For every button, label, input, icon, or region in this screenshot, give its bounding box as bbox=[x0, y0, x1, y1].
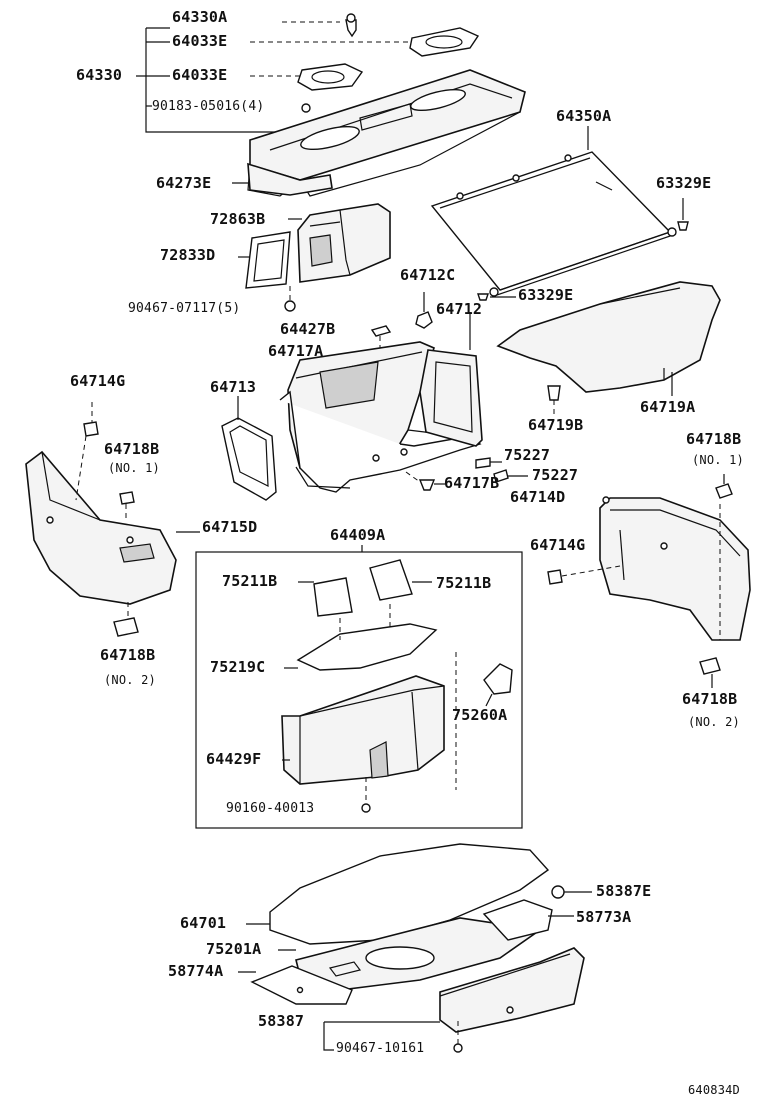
label-64718B-a: 64718B bbox=[104, 440, 160, 458]
label-64718B-b: 64718B bbox=[686, 430, 742, 448]
label-58774A: 58774A bbox=[168, 962, 224, 980]
clip-64719B bbox=[547, 385, 561, 418]
mat-75219C bbox=[284, 604, 438, 671]
label-75219C: 75219C bbox=[210, 658, 266, 676]
label-75260A: 75260A bbox=[452, 706, 508, 724]
label-64715D: 64715D bbox=[202, 518, 258, 536]
trunk-mat-64701 bbox=[246, 843, 550, 945]
label-64718B-a-no: (NO. 1) bbox=[108, 461, 160, 475]
clip-64718B-no1-left bbox=[119, 491, 135, 522]
label-58773A: 58773A bbox=[576, 908, 632, 926]
label-64409A: 64409A bbox=[330, 526, 386, 544]
label-75201A: 75201A bbox=[206, 940, 262, 958]
label-64718B-c-no: (NO. 2) bbox=[104, 673, 156, 687]
label-64330: 64330 bbox=[76, 66, 123, 84]
label-90467-10161: 90467-10161 bbox=[336, 1041, 425, 1056]
label-64717A: 64717A bbox=[268, 342, 324, 360]
label-64714D: 64714D bbox=[510, 488, 566, 506]
trim-panel-64717A bbox=[279, 341, 482, 493]
cover-72833D bbox=[238, 231, 291, 289]
label-64714G-b: 64714G bbox=[530, 536, 586, 554]
clip-64714G-right bbox=[547, 565, 621, 585]
label-75227-a: 75227 bbox=[504, 446, 551, 464]
clip-64718B-no2-right bbox=[699, 657, 721, 688]
clip-63329E-b bbox=[477, 293, 516, 301]
label-90467-07117: 90467-07117(5) bbox=[128, 301, 241, 316]
drawing-id: 640834D bbox=[688, 1083, 740, 1097]
label-72833D: 72833D bbox=[160, 246, 216, 264]
clip-58387E bbox=[551, 885, 592, 899]
label-64713: 64713 bbox=[210, 378, 257, 396]
label-58387: 58387 bbox=[258, 1012, 305, 1030]
label-64273E: 64273E bbox=[156, 174, 212, 192]
label-64330A: 64330A bbox=[172, 8, 228, 26]
mat-75211B-right bbox=[369, 559, 432, 601]
side-trim-64714D bbox=[599, 496, 751, 641]
panel-64712 bbox=[419, 312, 483, 447]
label-64429F: 64429F bbox=[206, 750, 262, 768]
leader-64350A bbox=[595, 181, 613, 191]
speaker-cover-64033E-top bbox=[409, 27, 480, 57]
mat-75211B-left bbox=[298, 577, 353, 617]
label-64718B-d-no: (NO. 2) bbox=[688, 715, 740, 729]
screw-90183 bbox=[301, 103, 311, 113]
clip-64718B-no1-right bbox=[715, 474, 733, 499]
clip-75227 bbox=[475, 457, 528, 483]
label-63329E-b: 63329E bbox=[518, 286, 574, 304]
clip-64717B bbox=[405, 471, 446, 491]
label-64718B-b-no: (NO. 1) bbox=[692, 453, 744, 467]
scuff-plate-58387 bbox=[323, 947, 585, 1051]
label-64712C: 64712C bbox=[400, 266, 456, 284]
kit-box-64409A bbox=[195, 545, 523, 829]
label-75211B-a: 75211B bbox=[222, 572, 278, 590]
trim-64273E bbox=[232, 162, 333, 196]
panel-64713 bbox=[221, 396, 277, 501]
box-64429F bbox=[281, 675, 445, 785]
label-64350A: 64350A bbox=[556, 107, 612, 125]
label-72863B: 72863B bbox=[210, 210, 266, 228]
label-64718B-d: 64718B bbox=[682, 690, 738, 708]
label-63329E-a: 63329E bbox=[656, 174, 712, 192]
clip-64714G-left bbox=[75, 402, 99, 501]
label-64033E-a: 64033E bbox=[172, 32, 228, 50]
label-64719A: 64719A bbox=[640, 398, 696, 416]
screw-90160 bbox=[361, 776, 371, 813]
side-trim-64715D bbox=[25, 450, 200, 605]
label-58387E: 58387E bbox=[596, 882, 652, 900]
label-64717B: 64717B bbox=[444, 474, 500, 492]
label-64718B-c: 64718B bbox=[100, 646, 156, 664]
clip-64712C bbox=[415, 292, 433, 329]
speaker-cover-64033E bbox=[297, 63, 364, 91]
trim-box-72863B bbox=[288, 203, 391, 283]
clip-64330A bbox=[345, 13, 357, 38]
label-75211B-b: 75211B bbox=[436, 574, 492, 592]
clip-63329E-a bbox=[677, 198, 689, 231]
trim-58774A bbox=[238, 965, 353, 1005]
clip-64718B-no2-left bbox=[113, 602, 139, 637]
label-90160-40013: 90160-40013 bbox=[226, 801, 315, 816]
label-64701: 64701 bbox=[180, 914, 227, 932]
label-64719B: 64719B bbox=[528, 416, 584, 434]
trim-58773A bbox=[482, 899, 574, 941]
trim-64719A bbox=[496, 281, 721, 396]
label-64714G-a: 64714G bbox=[70, 372, 126, 390]
bracket-64330 bbox=[136, 21, 420, 133]
label-90183-05016: 90183-05016(4) bbox=[152, 99, 265, 114]
label-64033E-b: 64033E bbox=[172, 66, 228, 84]
strap-75260A bbox=[455, 652, 513, 790]
tonneau-cover-64350A bbox=[430, 126, 677, 297]
label-64712: 64712 bbox=[436, 300, 483, 318]
screw-90467-07117 bbox=[284, 282, 296, 312]
label-64427B: 64427B bbox=[280, 320, 336, 338]
label-75227-b: 75227 bbox=[532, 466, 579, 484]
screw-90467-10161 bbox=[453, 1020, 463, 1053]
